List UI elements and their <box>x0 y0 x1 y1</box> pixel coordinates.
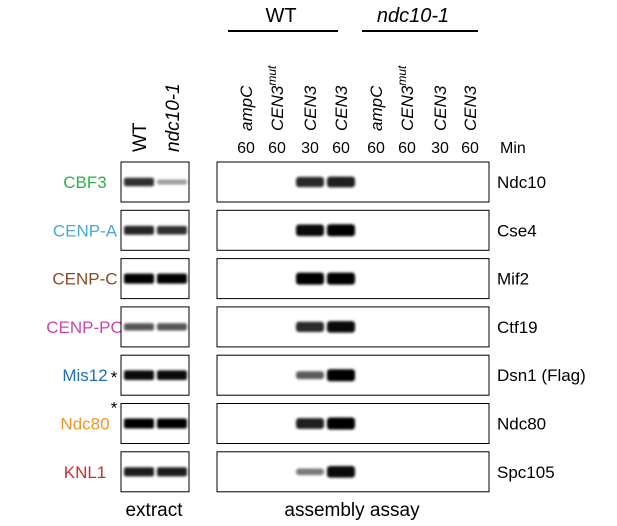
time-label-1: 60 <box>268 140 286 157</box>
assay-band <box>327 466 355 478</box>
extract-band <box>157 273 187 284</box>
protein-label: Ctf19 <box>497 318 538 337</box>
extract-band <box>124 177 154 187</box>
extract-band <box>157 418 187 429</box>
assay-lane-label-7: CEN3 <box>461 85 480 131</box>
time-labels: 60 60 30 60 60 60 30 60 Min <box>237 140 526 157</box>
assay-band <box>296 371 324 380</box>
complex-label: CBF3 <box>63 173 106 192</box>
extract-band <box>124 225 154 235</box>
extract-band <box>124 370 154 381</box>
assay-band <box>296 224 324 237</box>
complex-label: CENP-PO <box>46 318 123 337</box>
blot-row-0: CBF3 Ndc10 <box>63 161 546 203</box>
blot-row-3: CENP-PO Ctf19 <box>46 306 538 348</box>
protein-label: Ndc80 <box>497 415 546 434</box>
extract-band <box>124 323 154 331</box>
assay-band <box>296 272 324 285</box>
complex-label: Mis12 <box>62 366 107 385</box>
time-label-0: 60 <box>237 140 255 157</box>
condition-headers: WT ndc10-1 <box>228 5 478 32</box>
assay-lane-label-5: CEN3mut <box>395 65 417 131</box>
blot-row-4: Mis12* Dsn1 (Flag) <box>62 354 586 396</box>
time-label-2: 30 <box>301 140 319 157</box>
assay-band <box>327 369 355 382</box>
asterisk-mark: * <box>111 399 118 418</box>
assay-band <box>296 468 324 476</box>
extract-lane-label-1: ndc10-1 <box>163 83 184 152</box>
assay-lane-label-6: CEN3 <box>431 85 450 131</box>
assay-band <box>327 176 355 188</box>
complex-label: KNL1 <box>64 463 107 482</box>
complex-label: Ndc80 <box>60 415 109 434</box>
assay-lane-label-2: CEN3 <box>301 85 320 131</box>
time-label-3: 60 <box>332 140 350 157</box>
extract-band <box>124 467 154 477</box>
protein-label: Spc105 <box>497 463 555 482</box>
assembly-assay-caption: assembly assay <box>284 500 420 521</box>
extract-caption: extract <box>125 500 183 521</box>
time-label-6: 30 <box>431 140 449 157</box>
protein-label: Cse4 <box>497 221 537 240</box>
group-header-1: ndc10-1 <box>377 5 449 27</box>
assay-band <box>327 321 355 333</box>
group-header-0: WT <box>265 5 296 27</box>
assay-band <box>327 272 355 285</box>
extract-band <box>157 179 187 185</box>
extract-band <box>124 418 154 429</box>
blot-row-5: Ndc80*Ndc80 <box>60 399 546 444</box>
assay-band <box>327 224 355 237</box>
assay-band <box>327 417 355 430</box>
extract-lane-label-0: WT <box>130 122 151 152</box>
assay-lane-label-4: ampC <box>367 85 386 131</box>
blot-row-6: KNL1 Spc105 <box>64 451 555 493</box>
extract-band <box>124 273 154 284</box>
lane-labels: WT ndc10-1 ampC CEN3mut CEN3 CEN3 ampC CEN3mut C… <box>130 65 480 152</box>
assay-band <box>296 321 324 332</box>
panel-captions: extract assembly assay <box>125 500 420 521</box>
blot-row-1: CENP-A Cse4 <box>53 209 537 251</box>
complex-label: CENP-C <box>52 270 117 289</box>
extract-band <box>157 467 187 477</box>
assay-lane-label-1: CEN3mut <box>265 65 287 131</box>
time-unit-label: Min <box>500 140 526 157</box>
time-label-7: 60 <box>461 140 479 157</box>
protein-label: Mif2 <box>497 270 529 289</box>
time-label-5: 60 <box>398 140 416 157</box>
extract-band <box>157 323 187 331</box>
time-label-4: 60 <box>367 140 385 157</box>
extract-band <box>157 370 187 381</box>
blot-row-2: CENP-C Mif2 <box>52 258 529 300</box>
assay-lane-label-3: CEN3 <box>332 85 351 131</box>
complex-label: CENP-A <box>53 221 118 240</box>
extract-band <box>157 226 187 235</box>
assay-band <box>296 418 324 429</box>
protein-label: Dsn1 (Flag) <box>497 366 586 385</box>
assay-band <box>296 176 324 188</box>
assay-lane-label-0: ampC <box>237 85 256 131</box>
asterisk-mark: * <box>111 368 118 387</box>
protein-label: Ndc10 <box>497 173 546 192</box>
